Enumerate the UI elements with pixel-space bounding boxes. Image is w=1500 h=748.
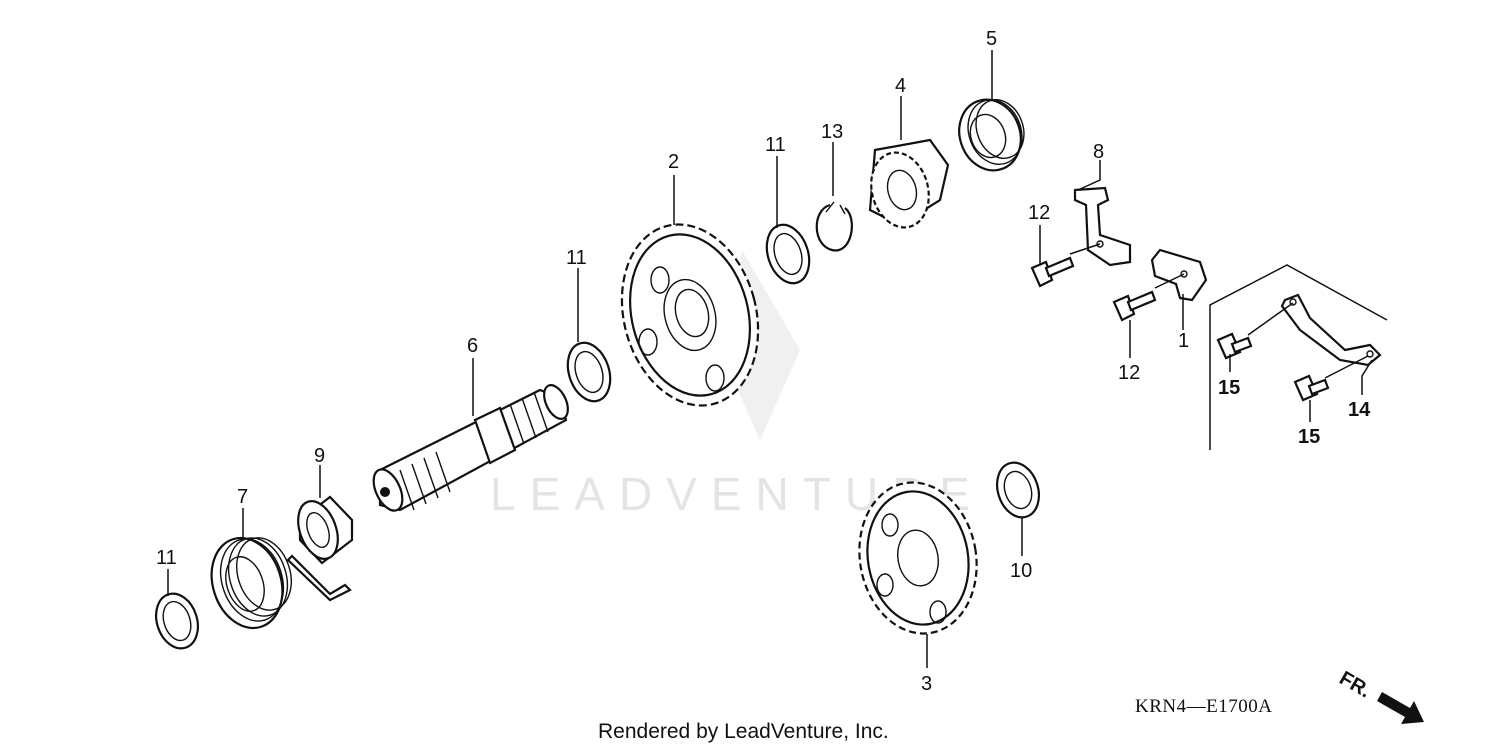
part-ratchet-4[interactable] (863, 138, 950, 234)
part-bolt-12-lower[interactable] (1112, 290, 1157, 322)
part-plate-1[interactable] (1150, 248, 1208, 302)
label-11-upper: 11 (765, 134, 786, 156)
part-washer-11-middle[interactable] (561, 337, 618, 406)
front-direction-indicator: FR. (1336, 667, 1424, 724)
label-5: 5 (986, 28, 997, 50)
label-11-middle: 11 (566, 247, 587, 269)
part-washer-11-upper[interactable] (760, 219, 817, 288)
part-bolt-12-upper[interactable] (1030, 256, 1075, 288)
front-arrow-icon (1377, 692, 1424, 724)
part-gear-3[interactable] (848, 473, 989, 643)
label-11-left: 11 (156, 547, 177, 569)
part-shaft-6[interactable] (368, 381, 573, 515)
callout-labels: 1 2 3 4 5 6 7 8 9 10 11 11 11 12 12 13 1… (156, 28, 1371, 695)
part-collar-9[interactable] (291, 495, 354, 565)
render-credit: Rendered by LeadVenture, Inc. (598, 720, 889, 743)
part-gear-2[interactable] (602, 209, 777, 421)
label-12-upper: 12 (1028, 202, 1050, 224)
label-9: 9 (314, 445, 325, 467)
label-10: 10 (1010, 560, 1032, 582)
label-8: 8 (1093, 141, 1104, 163)
part-circlip-13[interactable] (815, 201, 853, 252)
part-spring-7[interactable] (200, 529, 352, 638)
front-direction-label: FR. (1336, 667, 1375, 702)
part-bracket-8[interactable] (1073, 186, 1132, 267)
label-2: 2 (668, 151, 679, 173)
part-washer-11-left[interactable] (149, 588, 204, 654)
label-7: 7 (237, 486, 248, 508)
label-6: 6 (467, 335, 478, 357)
label-13: 13 (821, 121, 843, 143)
part-group-14-15[interactable] (1209, 264, 1388, 450)
label-14: 14 (1348, 399, 1371, 421)
label-15-lower: 15 (1298, 426, 1320, 448)
leader-lines (167, 50, 1373, 668)
diagram-code: KRN4—E1700A (1135, 696, 1272, 717)
part-washer-10[interactable] (990, 457, 1045, 523)
label-4: 4 (895, 75, 906, 97)
label-1: 1 (1178, 330, 1189, 352)
label-3: 3 (921, 673, 932, 695)
label-15-upper: 15 (1218, 377, 1240, 399)
label-12-lower: 12 (1118, 362, 1140, 384)
part-spring-5[interactable] (949, 91, 1031, 179)
